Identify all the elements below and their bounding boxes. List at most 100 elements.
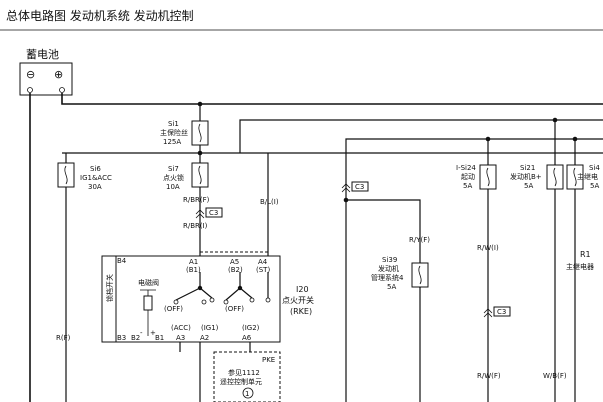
- fuse-si7-rating: 10A: [166, 183, 180, 191]
- fuse-si21-element-icon: [553, 167, 557, 187]
- connector-c3-c: C3: [497, 308, 506, 316]
- fuse-si39-rating: 5A: [387, 283, 396, 291]
- switch-pole-ig1: [201, 299, 207, 305]
- connector-c3-b-chevron-icon: [341, 183, 351, 193]
- switch-pole-off1: [209, 297, 215, 303]
- fuse-si21-desc: 发动机B+: [510, 172, 542, 181]
- fuse-si4-desc: 主继电: [577, 172, 598, 181]
- fuse-si7-name: Si7: [168, 165, 179, 173]
- tag-b1: (B1): [186, 266, 201, 274]
- pin-a4: A4: [258, 258, 268, 266]
- main-battery-bus: [61, 93, 603, 105]
- connector-c3-b-box: [351, 181, 369, 192]
- battery-label: 蓄电池: [26, 48, 59, 61]
- pke-pin-circle: [242, 387, 254, 399]
- pin-a2: A2: [200, 334, 209, 342]
- wire-label-b-l-i: B/L(I): [260, 198, 279, 206]
- battery-minus-icon: ⊖: [26, 68, 35, 81]
- battery-terminal-minus: [27, 87, 33, 93]
- tag-off-2: (OFF): [225, 305, 244, 313]
- fuse-si4-name: Si4: [589, 164, 600, 172]
- switch-pole-st: [265, 297, 271, 303]
- fuse-si6-element-icon: [64, 165, 68, 185]
- fuse-si7-desc: 点火锁: [163, 173, 184, 182]
- fuse-si1-desc: 主保险丝: [160, 128, 188, 137]
- ignition-lock-switch-panel: [101, 255, 117, 343]
- solenoid-coil: [143, 295, 153, 311]
- switch-name: 点火开关: [282, 295, 314, 305]
- junction-si39: [343, 197, 349, 203]
- junction-si24: [485, 136, 491, 142]
- fuse-si4-element-icon: [573, 167, 577, 187]
- fuse-si1-element-icon: [198, 123, 202, 143]
- connector-c3-b: C3: [355, 183, 364, 191]
- fuse-si24-desc: 起动: [461, 172, 475, 181]
- right-middle-bus: [345, 138, 603, 402]
- battery-box: [19, 62, 73, 96]
- page-title: 总体电路图 发动机系统 发动机控制: [6, 8, 194, 23]
- wire-label-r-f: R(F): [56, 334, 71, 342]
- switch-pole-acc: [173, 299, 179, 305]
- tag-off-1: (OFF): [164, 305, 183, 313]
- fuse-si21-name: Si21: [520, 164, 535, 172]
- fuse-si1-rating: 125A: [163, 138, 181, 146]
- solenoid-label: 电磁阀: [138, 278, 159, 287]
- tag-ig2: (IG2): [242, 324, 260, 332]
- right-upper-bus: [239, 119, 603, 153]
- connector-c3-c-chevron-icon: [483, 308, 493, 318]
- tag-acc: (ACC): [171, 324, 191, 332]
- tag-minus: -: [140, 329, 143, 337]
- switch-pole-off2: [249, 297, 255, 303]
- fuse-si24-rating: 5A: [463, 182, 472, 190]
- switch-subtitle: (RKE): [290, 307, 312, 316]
- connector-c3-a-box: [205, 207, 223, 218]
- pin-b4: B4: [117, 257, 127, 265]
- fuse-si39-name: Si39: [382, 256, 397, 264]
- battery-terminal-plus: [59, 87, 65, 93]
- connector-c3-a: C3: [209, 209, 218, 217]
- ignition-lock-switch-label: 锁档开关: [105, 274, 114, 302]
- pin-a5: A5: [230, 258, 239, 266]
- switch-blade-4: [239, 287, 253, 299]
- fuse-si1-name: Si1: [168, 120, 179, 128]
- pin-b2: B2: [131, 334, 140, 342]
- switch-blade-3: [225, 287, 241, 301]
- pke-box: [213, 351, 281, 402]
- wire-label-r-w-i: R/W(I): [477, 244, 499, 252]
- switch-blade-1: [175, 287, 201, 301]
- fuse-si7-element-icon: [198, 165, 202, 185]
- pin-a6: A6: [242, 334, 252, 342]
- wire-label-r-y-f: R/Y(F): [409, 236, 430, 244]
- fuse-si24-element-icon: [486, 167, 490, 187]
- pin-a3: A3: [176, 334, 185, 342]
- fuse-si39-desc1: 发动机: [378, 264, 399, 273]
- relay-id: R1: [580, 250, 591, 259]
- switch-pole-ig2: [223, 299, 229, 305]
- wire-label-r-br-i: R/BR(I): [183, 222, 208, 230]
- junction-si4: [572, 136, 578, 142]
- fuse-si6-name: Si6: [90, 165, 101, 173]
- fuse-si39-element-icon: [418, 265, 422, 285]
- pin-a1: A1: [189, 258, 198, 266]
- fuse-si21-rating: 5A: [524, 182, 533, 190]
- pke-ref: 参见1112: [228, 368, 260, 377]
- tag-ig1: (IG1): [201, 324, 219, 332]
- pin-b1: B1: [155, 334, 164, 342]
- pke-pin-num: 1: [245, 390, 249, 398]
- tag-b2: (B2): [228, 266, 243, 274]
- pke-title: PKE: [262, 356, 275, 364]
- pke-desc: 遥控控制单元: [220, 377, 262, 386]
- wire-label-r-br-f: R/BR(F): [183, 196, 210, 204]
- wire-label-w-b-f: W/B(F): [543, 372, 567, 380]
- fuse-si24-name: I-Si24: [456, 164, 476, 172]
- fuse-si6-rating: 30A: [88, 183, 102, 191]
- relay-name: 主继电器: [566, 262, 594, 271]
- tag-plus: +: [150, 329, 156, 337]
- connector-c3-c-box: [493, 306, 511, 317]
- battery-plus-icon: ⊕: [54, 68, 63, 81]
- fuse-si4-rating: 5A: [590, 182, 599, 190]
- switch-blade-2: [199, 287, 213, 299]
- solenoid-icon: [140, 289, 156, 296]
- switch-id: I20: [296, 285, 309, 294]
